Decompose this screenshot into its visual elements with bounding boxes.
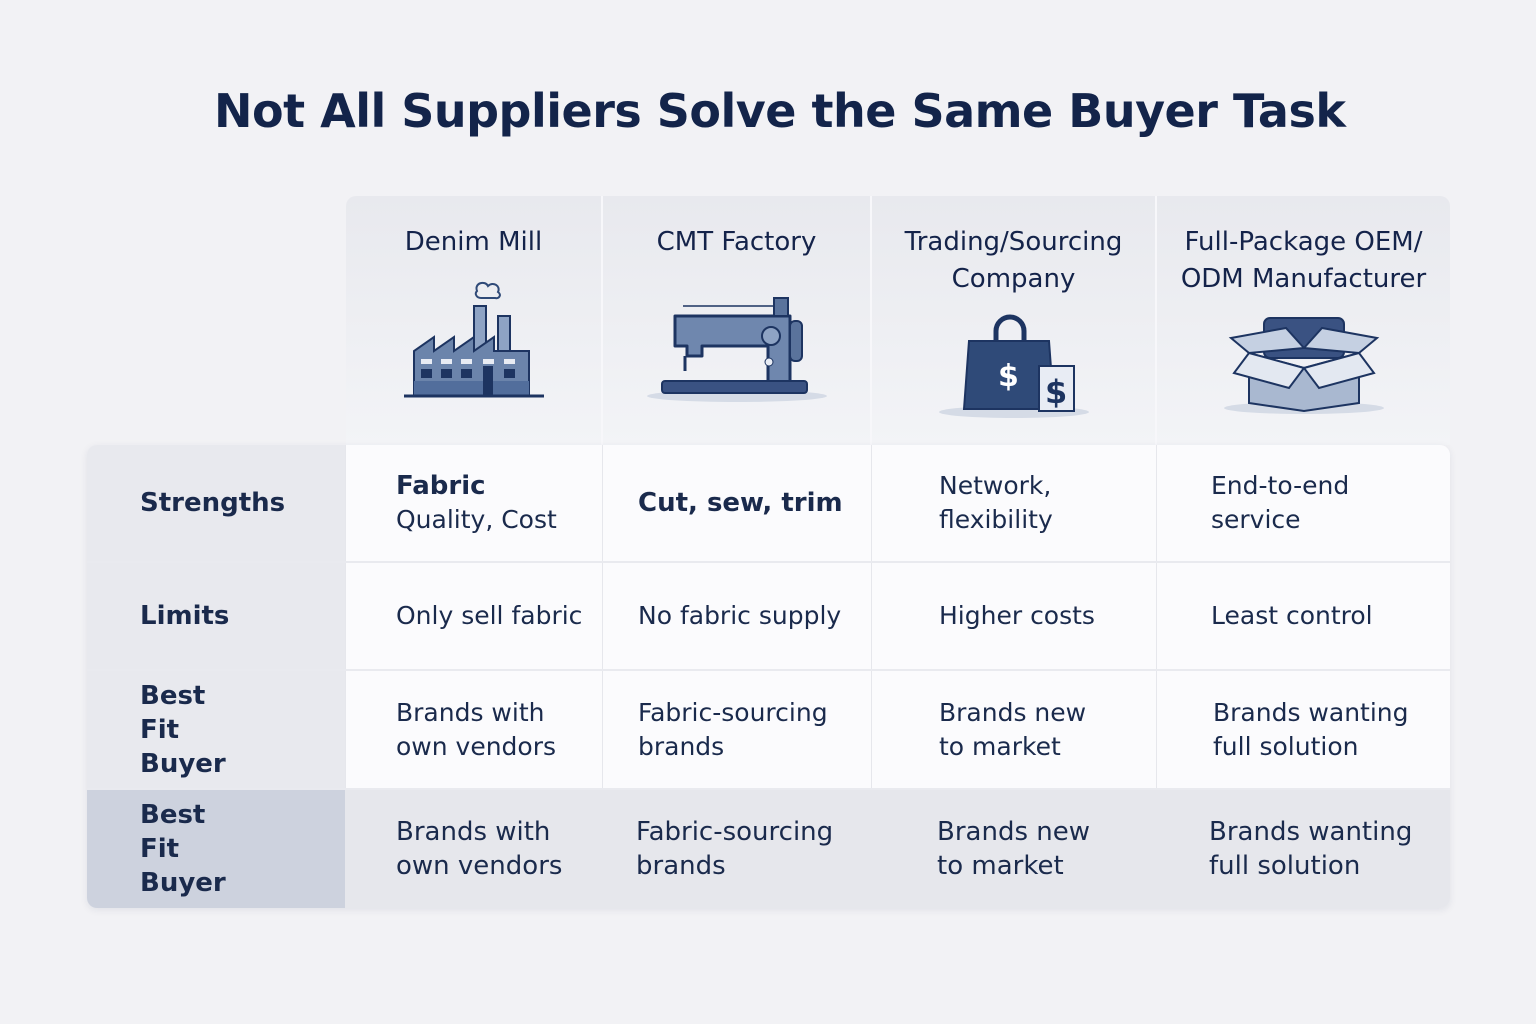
shopping-bag-dollar-icon: $ $ bbox=[938, 314, 1089, 418]
row-label: Limits bbox=[87, 563, 346, 669]
column-header-full-package: Full-Package OEM/ ODM Manufacturer bbox=[1157, 196, 1450, 445]
cell-bold-text: Cut, sew, trim bbox=[638, 488, 843, 518]
page-title: Not All Suppliers Solve the Same Buyer T… bbox=[214, 84, 1346, 138]
table-row-limits: Limits Only sell fabric No fabric supply… bbox=[87, 563, 1450, 671]
table-row-best-fit: Best Fit Buyer Brands with own vendors F… bbox=[87, 671, 1450, 790]
table-cell: Brands with own vendors bbox=[346, 790, 603, 908]
cell-text: Quality, Cost bbox=[396, 505, 557, 534]
column-title: Full-Package OEM/ ODM Manufacturer bbox=[1180, 227, 1427, 294]
column-title: Trading/Sourcing Company bbox=[904, 227, 1123, 294]
table-cell: Only sell fabric bbox=[346, 563, 603, 669]
factory-icon bbox=[403, 281, 544, 398]
column-header-cmt-factory: CMT Factory bbox=[603, 196, 872, 445]
cell-text: End-to-end service bbox=[1211, 471, 1350, 534]
table-cell: Brands with own vendors bbox=[346, 671, 603, 788]
cell-bold-text: Fabric bbox=[396, 471, 486, 501]
table-cell: Cut, sew, trim bbox=[603, 445, 872, 561]
svg-text:$: $ bbox=[1045, 373, 1067, 411]
svg-text:$: $ bbox=[998, 359, 1019, 394]
cell-text: Network, flexibility bbox=[939, 471, 1053, 534]
table-cell: Higher costs bbox=[872, 563, 1157, 669]
row-label: Best Fit Buyer bbox=[87, 671, 346, 788]
table-cell: Brands new to market bbox=[872, 671, 1157, 788]
table-cell: Brands new to market bbox=[872, 790, 1157, 908]
table-cell: No fabric supply bbox=[603, 563, 872, 669]
open-box-icon bbox=[1223, 317, 1384, 414]
table-row-best-fit-highlighted: Best Fit Buyer Brands with own vendors F… bbox=[87, 790, 1450, 908]
table-cell: Fabric-sourcing brands bbox=[603, 671, 872, 788]
table-cell: Fabric-sourcing brands bbox=[603, 790, 872, 908]
row-label: Best Fit Buyer bbox=[87, 790, 346, 908]
table-cell: Brands wanting full solution bbox=[1157, 671, 1450, 788]
column-title: Denim Mill bbox=[404, 227, 543, 257]
table-cell: End-to-end service bbox=[1157, 445, 1450, 561]
row-label: Strengths bbox=[87, 445, 346, 561]
column-header-trading-sourcing: Trading/Sourcing Company $ $ bbox=[872, 196, 1157, 445]
column-header-denim-mill: Denim Mill bbox=[346, 196, 603, 445]
sewing-machine-icon bbox=[646, 297, 827, 402]
table-cell: Least control bbox=[1157, 563, 1450, 669]
table-cell: Network, flexibility bbox=[872, 445, 1157, 561]
table-cell: Brands wanting full solution bbox=[1157, 790, 1450, 908]
column-title: CMT Factory bbox=[656, 227, 817, 257]
